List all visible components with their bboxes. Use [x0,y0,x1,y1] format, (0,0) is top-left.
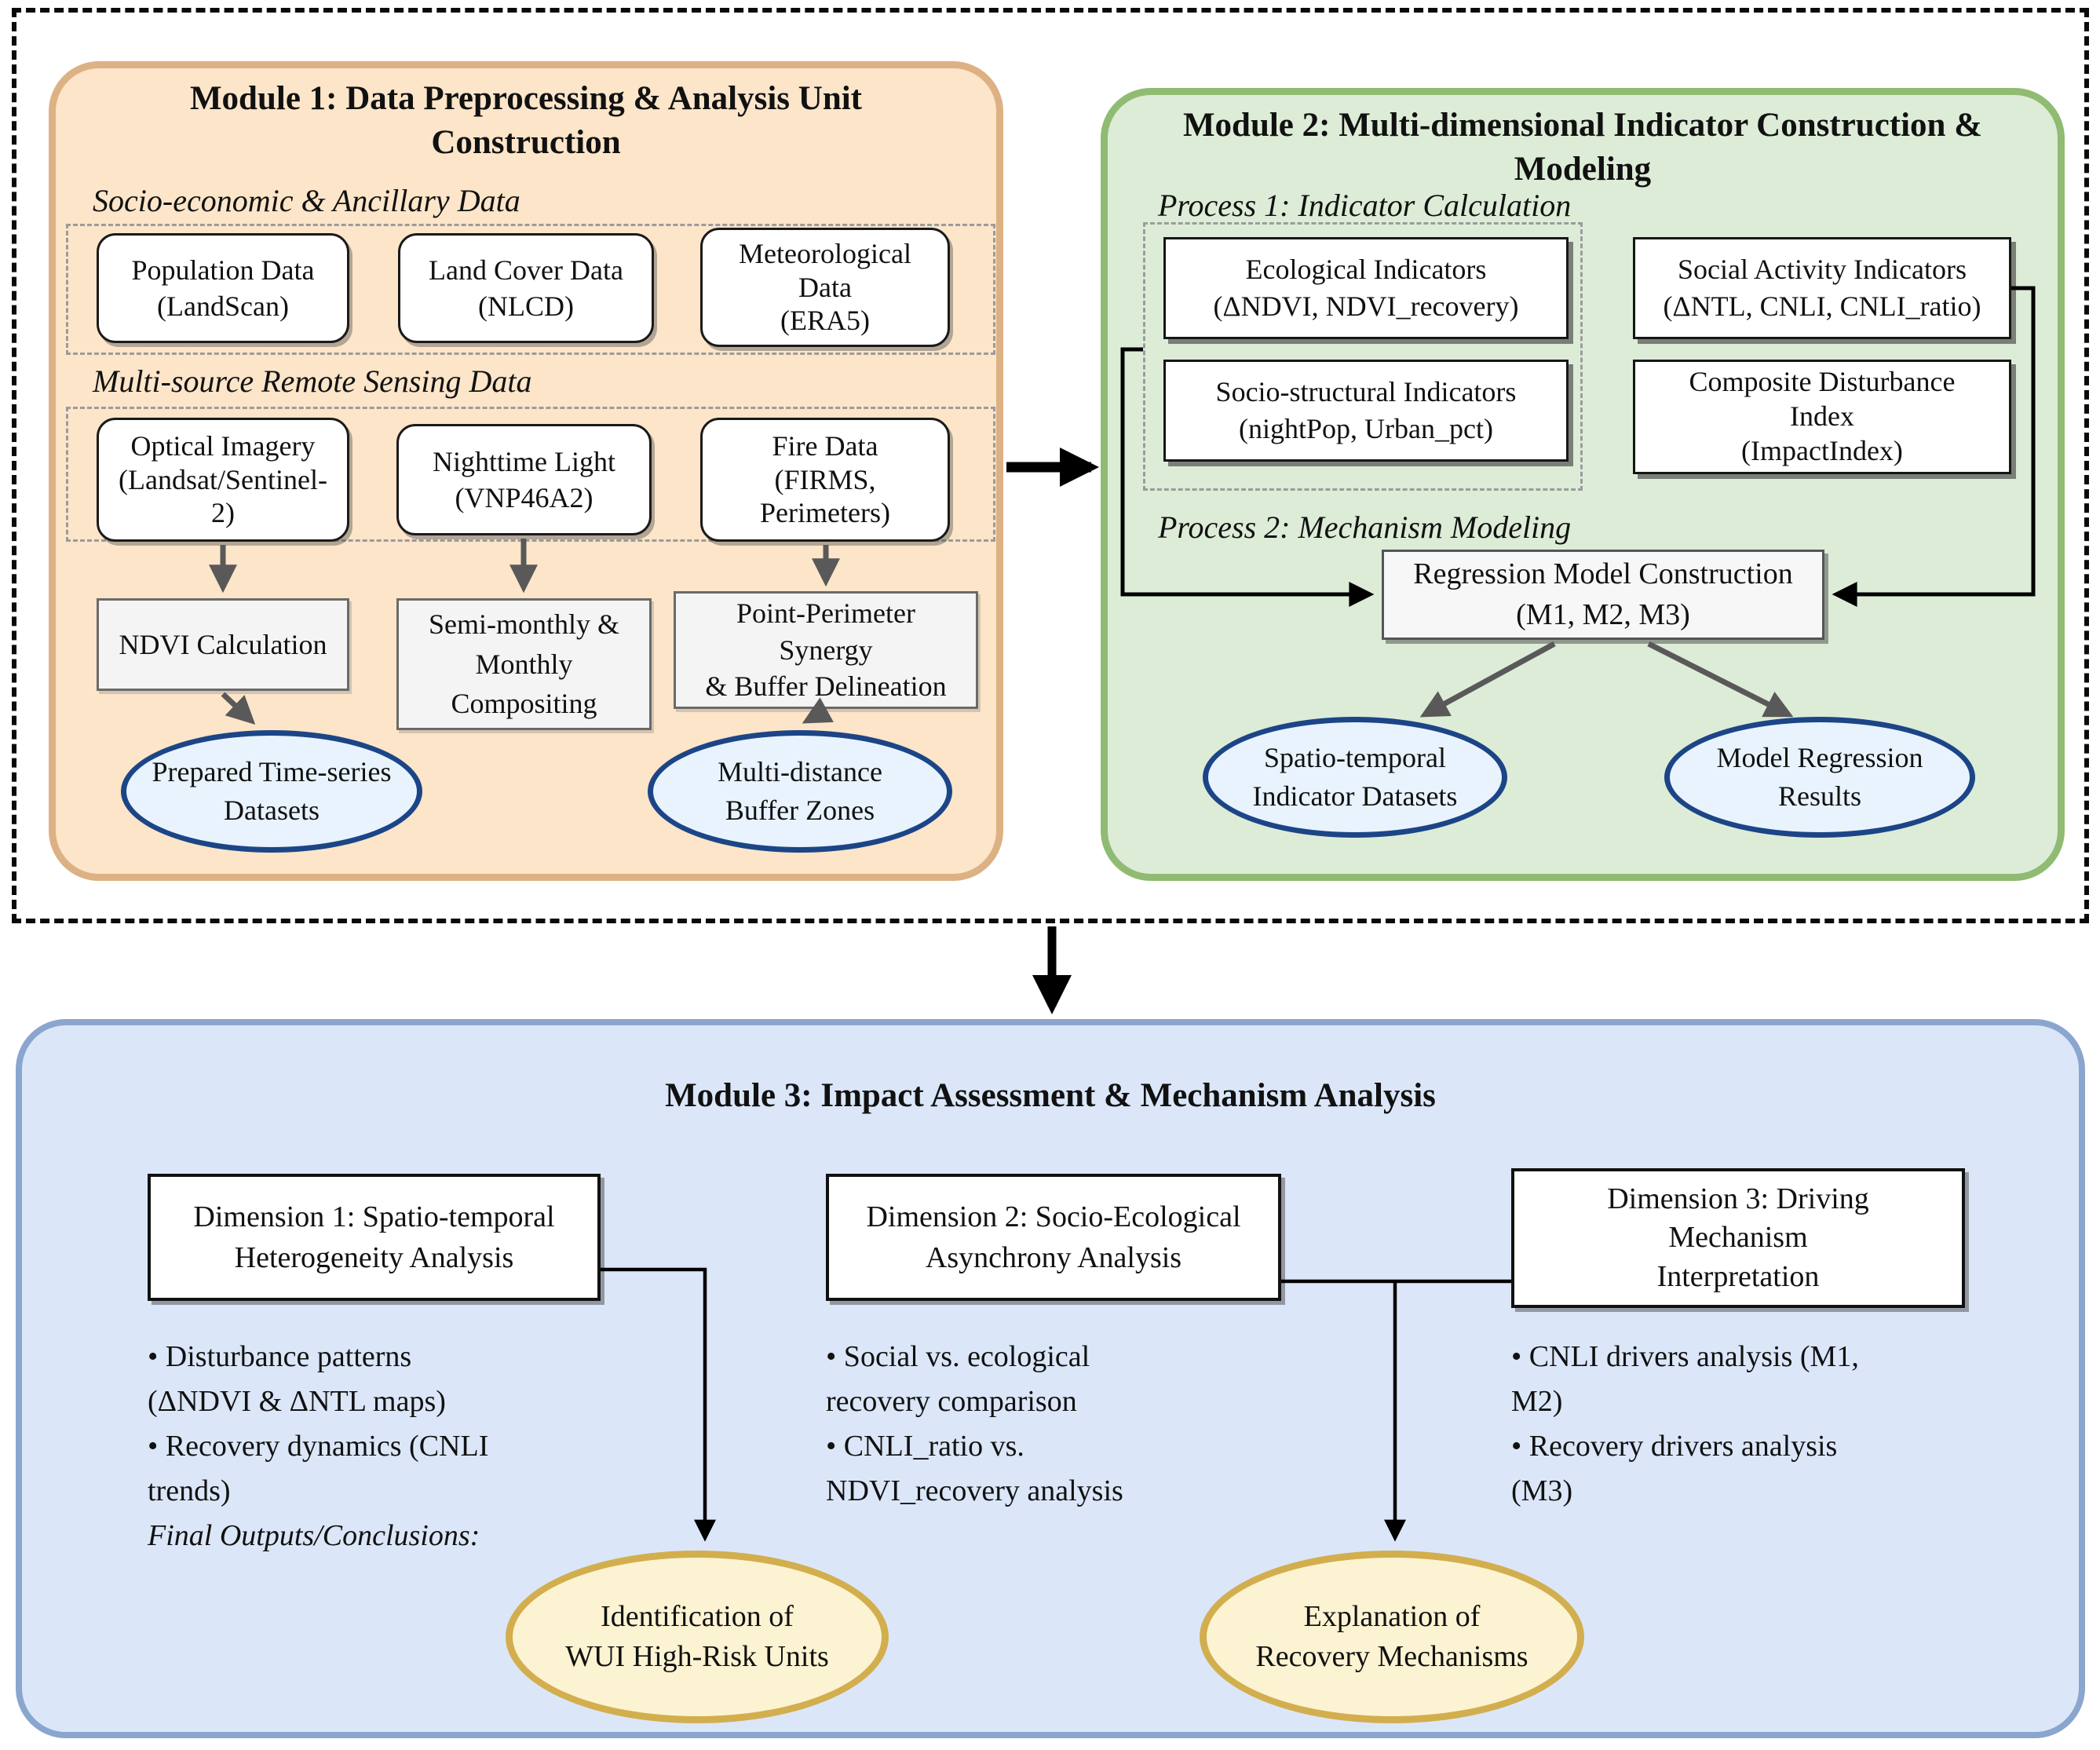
explanation-ellipse: Explanation of Recovery Mechanisms [1200,1551,1584,1723]
composite-disturbance-box: Composite Disturbance Index (ImpactIndex… [1633,360,2011,474]
social-activity-indicators-box: Social Activity Indicators (ΔNTL, CNLI, … [1633,237,2011,339]
prepared-timeseries-ellipse: Prepared Time-series Datasets [121,730,422,853]
dimension1-box: Dimension 1: Spatio-temporal Heterogenei… [148,1174,601,1301]
module3-title: Module 3: Impact Assessment & Mechanism … [665,1077,1436,1114]
socio-structural-indicators-box: Socio-structural Indicators (nightPop, U… [1163,360,1569,462]
outer-dashed-frame [12,8,2089,923]
dimension1-bullets: • Disturbance patterns (ΔNDVI & ΔNTL map… [148,1340,489,1507]
identification-ellipse: Identification of WUI High-Risk Units [506,1551,889,1723]
process2-label: Process 2: Mechanism Modeling [1158,510,1572,545]
model-regression-results-ellipse: Model Regression Results [1664,717,1975,838]
dimension3-bullets: • CNLI drivers analysis (M1, M2) • Recov… [1511,1340,1859,1507]
compositing-box: Semi-monthly & Monthly Compositing [396,598,652,730]
process1-label: Process 1: Indicator Calculation [1158,188,1572,223]
meteorological-data-box: Meteorological Data (ERA5) [700,228,950,347]
optical-imagery-box: Optical Imagery (Landsat/Sentinel- 2) [97,418,349,542]
fire-data-box: Fire Data (FIRMS, Perimeters) [700,418,950,542]
dimension2-bullets: • Social vs. ecological recovery compari… [826,1340,1123,1507]
land-cover-data-box: Land Cover Data (NLCD) [398,233,654,343]
dimension1-notes: • Disturbance patterns (ΔNDVI & ΔNTL map… [148,1335,650,1558]
ecological-indicators-box: Ecological Indicators (ΔNDVI, NDVI_recov… [1163,237,1569,339]
point-perimeter-synergy-box: Point-Perimeter Synergy & Buffer Delinea… [674,591,978,709]
regression-model-box: Regression Model Construction (M1, M2, M… [1382,550,1824,640]
ancillary-data-group [66,224,995,355]
module1-remote-label: Multi-source Remote Sensing Data [93,364,532,399]
module1-ancillary-label: Socio-economic & Ancillary Data [93,183,520,218]
module1-title: Module 1: Data Preprocessing & Analysis … [189,80,863,161]
module3-panel [16,1019,2085,1738]
multidistance-buffer-ellipse: Multi-distance Buffer Zones [648,730,952,853]
remote-sensing-group [66,407,995,542]
module2-title: Module 2: Multi-dimensional Indicator Co… [1182,107,1983,188]
dimension3-box: Dimension 3: Driving Mechanism Interpret… [1511,1168,1965,1308]
spatiotemporal-datasets-ellipse: Spatio-temporal Indicator Datasets [1203,717,1507,838]
final-outputs-label: Final Outputs/Conclusions: [148,1519,480,1552]
ndvi-calculation-box: NDVI Calculation [97,598,349,691]
dimension2-box: Dimension 2: Socio-Ecological Asynchrony… [826,1174,1281,1301]
population-data-box: Population Data (LandScan) [97,233,349,343]
nighttime-light-box: Nighttime Light (VNP46A2) [396,424,652,535]
